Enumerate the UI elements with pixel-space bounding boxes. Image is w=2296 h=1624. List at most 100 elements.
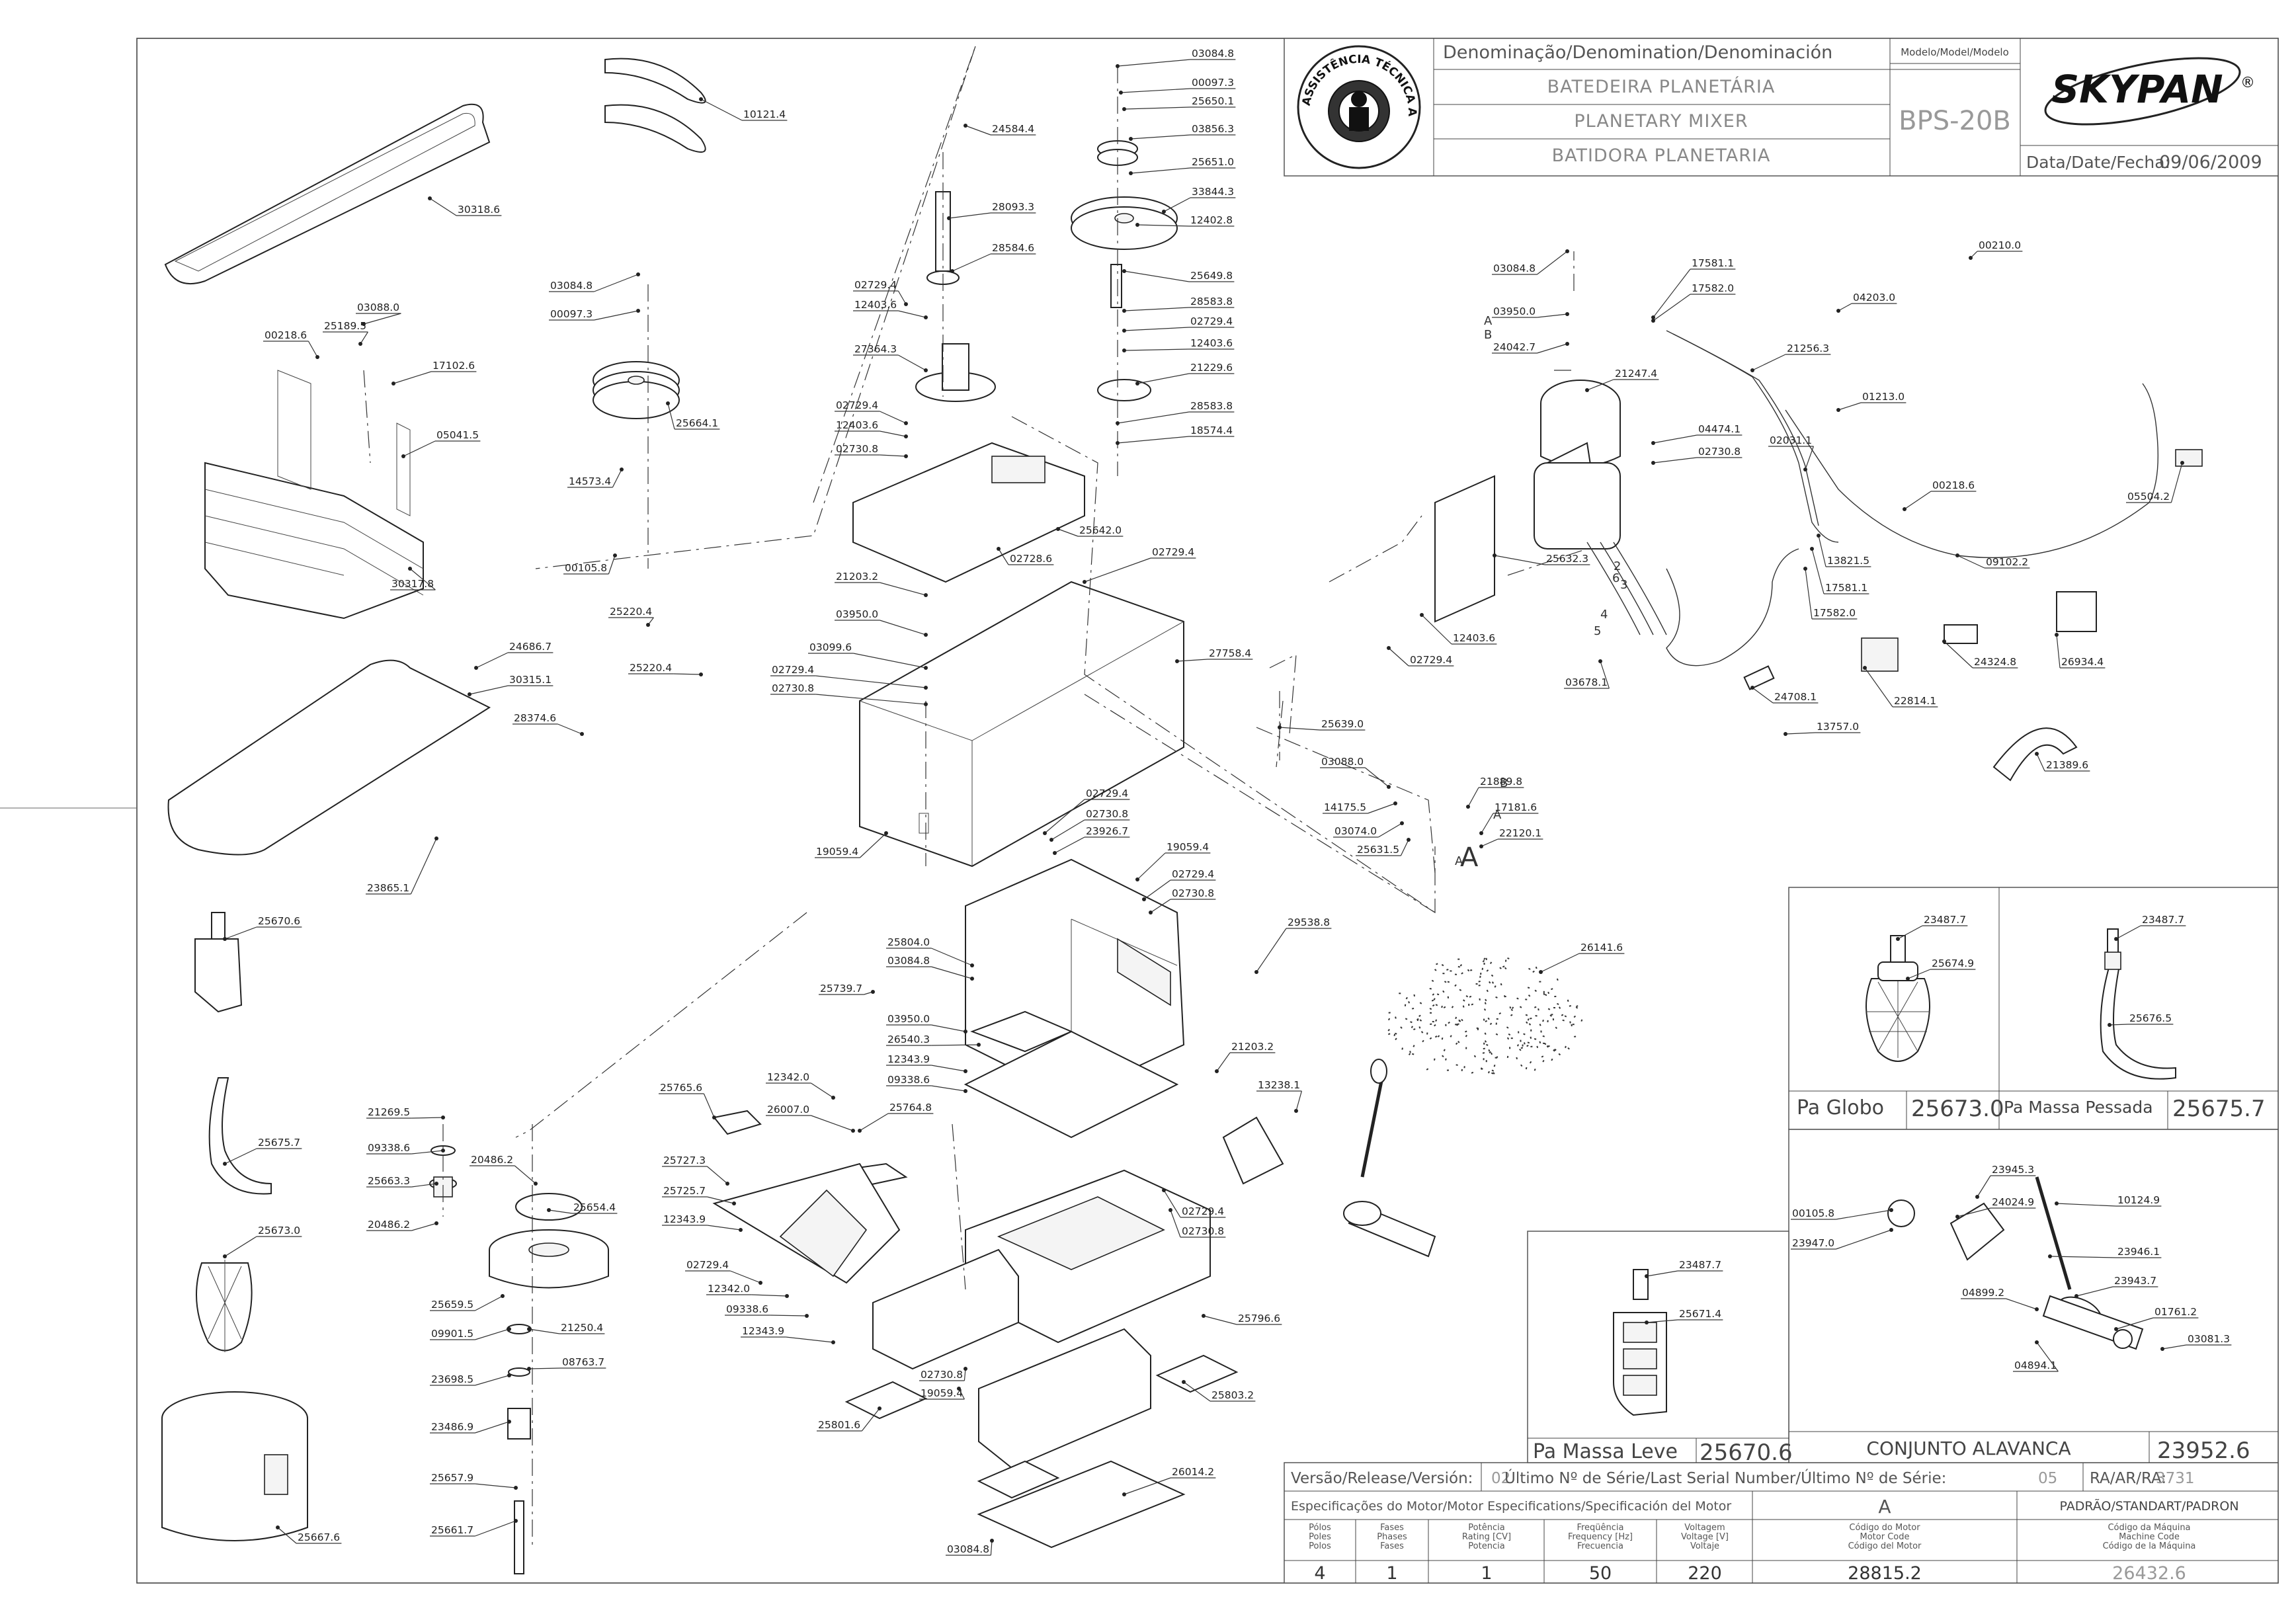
callout: 03084.8 — [886, 955, 974, 981]
callout-code: 25764.8 — [889, 1102, 932, 1114]
callout: 27364.3 — [853, 343, 928, 372]
callout-code: 23865.1 — [367, 882, 409, 894]
callout: 02728.6 — [997, 547, 1054, 565]
spec-column-label: Motor Code — [1860, 1532, 1910, 1542]
callout-code: 02729.4 — [772, 664, 814, 676]
callout-code: 03084.8 — [887, 955, 930, 967]
callout-code: 21247.4 — [1615, 368, 1657, 380]
motor-spec-label: Especificações do Motor/Motor Especifica… — [1291, 1499, 1731, 1514]
callout: 09102.2 — [1955, 553, 2030, 569]
callout: 30315.1 — [468, 674, 554, 696]
title-block: ASSISTÊNCIA TÉCNICA AUTORIZADA Denominaç… — [0, 0, 2279, 177]
spec-column-label: Freqüência — [1577, 1523, 1623, 1533]
callout: 25673.0 — [223, 1225, 302, 1258]
callout-code: 00218.6 — [265, 329, 307, 341]
callout-code: 14175.5 — [1324, 801, 1366, 813]
callout-code: 00105.8 — [565, 562, 607, 574]
callout: 33844.3 — [1162, 186, 1236, 214]
callout: 28584.6 — [950, 242, 1036, 273]
callout-code: 21889.8 — [1480, 776, 1522, 788]
callout: 03074.0 — [1333, 821, 1404, 838]
callout-code: 17102.6 — [432, 360, 475, 372]
callout-code: 01761.2 — [2154, 1306, 2197, 1318]
pa-massa-leve-code: 25670.6 — [1700, 1440, 1793, 1466]
callout-code: 25671.4 — [1679, 1308, 1721, 1320]
spec-column-label: Rating [CV] — [1462, 1532, 1511, 1542]
callout-code: 02730.8 — [921, 1369, 963, 1381]
callout: 21247.4 — [1585, 368, 1659, 392]
globe-whisk-illustration — [1866, 935, 1930, 1062]
callout-code: 02729.4 — [1172, 868, 1214, 880]
callout-code: 05504.2 — [2127, 491, 2170, 503]
callout-code: 12403.6 — [836, 419, 878, 431]
callout: 23487.7 — [1645, 1259, 1723, 1278]
callout: 25664.1 — [666, 401, 720, 430]
callout: 19059.4 — [1135, 841, 1211, 881]
callout: 00218.6 — [1903, 479, 1977, 511]
accessory-panels: Pa Globo 25673.0 Pa Massa Pessada 25675.… — [1527, 887, 2279, 1466]
callout: 25650.1 — [1122, 95, 1236, 111]
callout: 02730.8 — [835, 443, 908, 458]
callout: 25189.5 — [323, 320, 368, 346]
callout: 25657.9 — [430, 1472, 518, 1490]
callout: 09338.6 — [366, 1142, 445, 1155]
callout-code: 14573.4 — [569, 475, 611, 487]
callout: 25661.7 — [430, 1519, 518, 1537]
callout-code: 02729.4 — [686, 1259, 729, 1271]
spec-column-label: Machine Code — [2119, 1532, 2180, 1542]
callout-code: 28093.3 — [992, 201, 1034, 213]
callout-code: 23487.7 — [1679, 1259, 1721, 1271]
spec-column-label: Frequency [Hz] — [1568, 1532, 1633, 1542]
callout: 20486.2 — [366, 1219, 438, 1231]
callout: 25674.9 — [1906, 957, 1976, 981]
callout-code: 25654.4 — [573, 1201, 616, 1213]
spec-column-label: Potencia — [1468, 1541, 1504, 1551]
callout: 27758.4 — [1175, 647, 1253, 663]
callout-code: 02729.4 — [1410, 654, 1452, 666]
callout: 20486.2 — [470, 1154, 538, 1186]
callout: 03084.8 — [549, 272, 640, 292]
callout-code: 21269.5 — [368, 1106, 410, 1118]
callout: 03084.8 — [1492, 249, 1569, 275]
callout: 25654.4 — [547, 1201, 618, 1214]
spec-column-label: Poles — [1309, 1532, 1331, 1542]
spec-column-label: Código del Motor — [1848, 1541, 1922, 1551]
spec-column-label: Voltage [V] — [1681, 1532, 1729, 1542]
wire-marker: A — [1455, 854, 1463, 868]
callout: 25796.6 — [1202, 1313, 1282, 1325]
callout-code: 25725.7 — [663, 1185, 706, 1197]
callout: 03084.8 — [946, 1539, 994, 1556]
callout: 05041.5 — [401, 429, 481, 458]
callout-code: 22814.1 — [1894, 695, 1936, 707]
callout: 00218.6 — [263, 329, 319, 359]
callout: 00097.3 — [549, 308, 640, 321]
callout-code: 10124.9 — [2117, 1194, 2160, 1206]
callout-code: 20486.2 — [471, 1154, 513, 1166]
serial-label: Último Nº de Série/Last Serial Number/Úl… — [1504, 1469, 1946, 1487]
callout: 25220.4 — [608, 606, 654, 627]
spec-column-label: Código do Motor — [1849, 1523, 1920, 1533]
callout: 05504.2 — [2126, 461, 2184, 503]
callout-code: 00210.0 — [1979, 239, 2021, 251]
pa-globo-name: Pa Globo — [1797, 1096, 1884, 1119]
callout-code: 27364.3 — [854, 343, 897, 355]
callout: 12343.9 — [886, 1053, 967, 1073]
callout-code: 24324.8 — [1974, 656, 2016, 668]
callout: 02729.4 — [1043, 788, 1130, 835]
callout-code: 25674.9 — [1932, 957, 1974, 969]
callout: 02730.8 — [1049, 808, 1130, 842]
motor-spec-columns: PólosPolesPolos4FasesPhasesFases1Potênci… — [1309, 1523, 2195, 1584]
version-label: Versão/Release/Versión: — [1291, 1470, 1473, 1487]
callout-code: 09338.6 — [368, 1142, 410, 1154]
callout-code: 24686.7 — [509, 641, 552, 653]
callout: 23943.7 — [2074, 1275, 2158, 1298]
callout-code: 02728.6 — [1010, 553, 1052, 565]
callout-code: 18574.4 — [1190, 425, 1233, 436]
callout: 28583.8 — [1122, 296, 1235, 313]
callout: 02729.4 — [1387, 646, 1454, 667]
callout-code: 26540.3 — [887, 1034, 930, 1045]
callout-code: 02729.4 — [1182, 1205, 1224, 1217]
callout-code: 00097.3 — [550, 308, 593, 320]
callout-code: 25673.0 — [258, 1225, 300, 1237]
version-value: 02 — [1491, 1470, 1510, 1487]
